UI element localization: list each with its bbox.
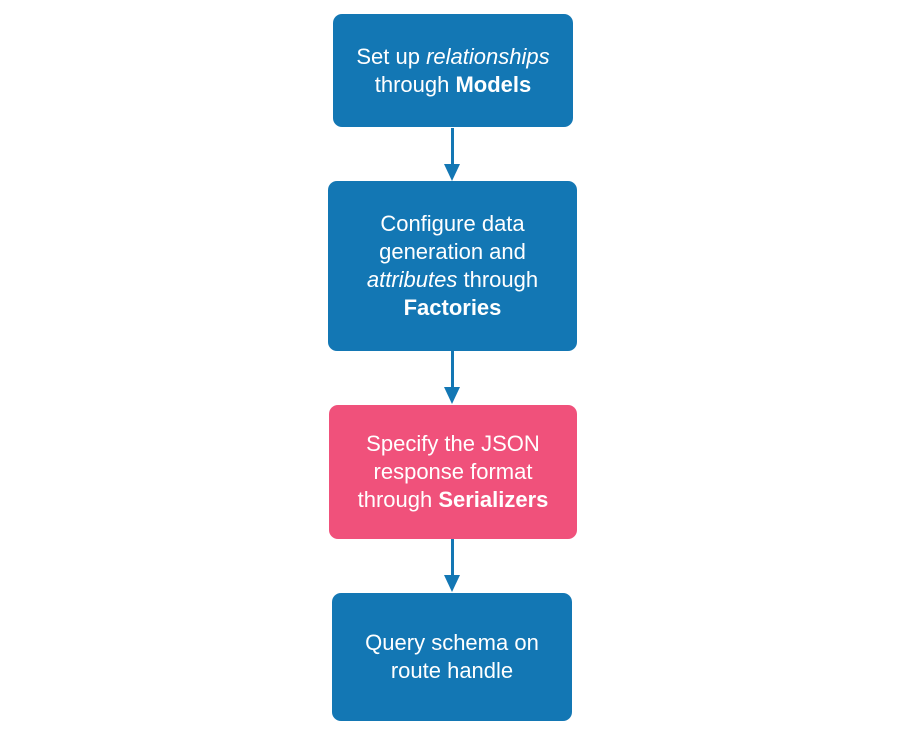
text-segment: Query schema on bbox=[365, 630, 539, 655]
text-segment: through bbox=[357, 487, 439, 512]
flow-node-models: Set up relationships through Models bbox=[333, 14, 573, 127]
node-text-line: Specify the JSON bbox=[366, 430, 540, 458]
text-segment: through bbox=[457, 267, 539, 292]
node-text-line: Query schema on bbox=[365, 629, 539, 657]
flow-node-factories: Configure data generation and attributes… bbox=[328, 181, 577, 351]
node-text-line: Factories bbox=[404, 294, 502, 322]
flow-node-serializers: Specify the JSON response format through… bbox=[329, 405, 577, 539]
text-segment-bold: Models bbox=[455, 71, 532, 97]
arrow-shaft bbox=[450, 539, 454, 575]
node-text-line: generation and bbox=[379, 238, 526, 266]
text-segment-italic: attributes bbox=[366, 267, 458, 292]
node-text-line: through Models bbox=[375, 71, 532, 99]
text-segment: Set up bbox=[356, 43, 427, 69]
flow-node-query-schema: Query schema on route handle bbox=[332, 593, 572, 721]
text-segment: through bbox=[374, 71, 456, 97]
text-segment: generation and bbox=[379, 239, 526, 264]
node-text-line: response format bbox=[374, 458, 533, 486]
arrow-head-down-icon bbox=[444, 387, 460, 404]
text-segment: Specify the JSON bbox=[366, 431, 540, 456]
flow-arrow-factories-to-serializers bbox=[444, 351, 460, 404]
node-text-line: Set up relationships bbox=[356, 43, 549, 71]
node-text-line: route handle bbox=[391, 657, 513, 685]
node-text-line: attributes through bbox=[367, 266, 538, 294]
text-segment: route handle bbox=[390, 658, 514, 683]
node-text-line: through Serializers bbox=[358, 486, 549, 514]
arrow-shaft bbox=[450, 128, 454, 164]
text-segment-italic: relationships bbox=[426, 43, 550, 69]
node-text-line: Configure data bbox=[380, 210, 524, 238]
arrow-head-down-icon bbox=[444, 164, 460, 181]
text-segment: response format bbox=[373, 459, 533, 484]
flow-arrow-models-to-factories bbox=[444, 128, 460, 181]
text-segment-bold: Factories bbox=[403, 295, 502, 320]
text-segment-bold: Serializers bbox=[438, 487, 549, 512]
arrow-head-down-icon bbox=[444, 575, 460, 592]
text-segment: Configure data bbox=[380, 211, 525, 236]
arrow-shaft bbox=[450, 351, 454, 387]
flow-arrow-serializers-to-query bbox=[444, 539, 460, 592]
